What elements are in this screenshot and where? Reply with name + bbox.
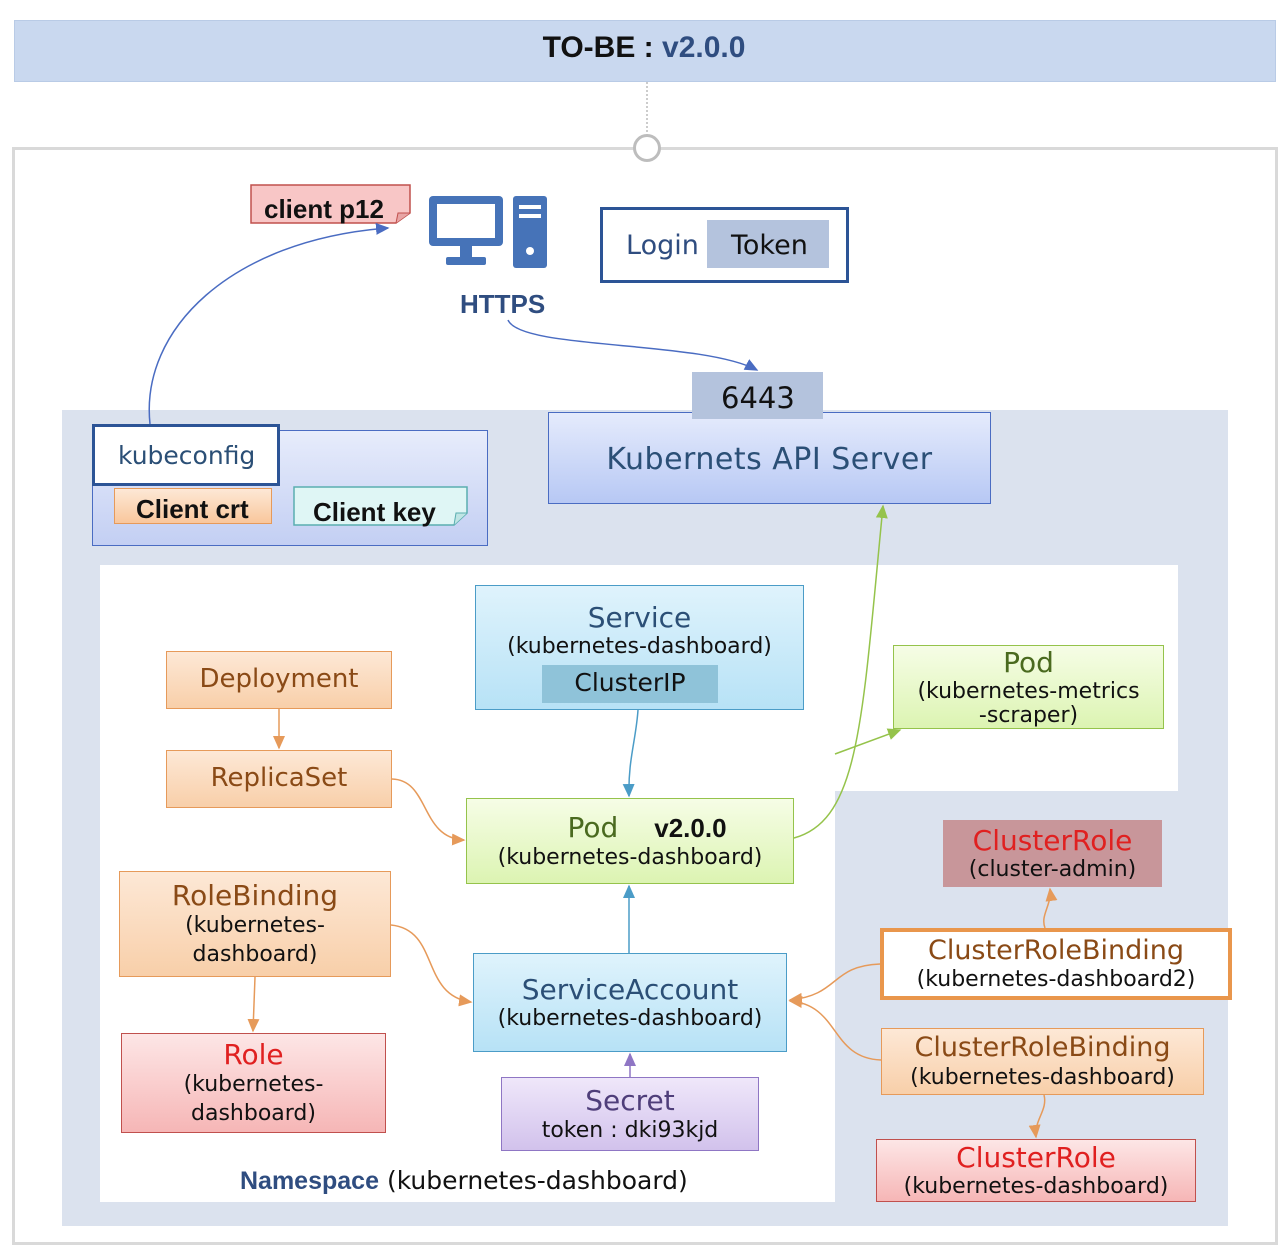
title-bar	[14, 20, 1276, 82]
clusterip-label: ClusterIP	[574, 668, 686, 697]
client-key-label: Client key	[313, 497, 436, 527]
client-crt-label: Client crt	[136, 494, 249, 524]
pod-dashboard-sub: (kubernetes-dashboard)	[497, 844, 763, 870]
pod-metrics-sub1: (kubernetes-metrics	[917, 678, 1140, 704]
clusterip-badge	[542, 665, 718, 703]
role-sub1: (kubernetes-	[183, 1072, 324, 1098]
service-name: Service	[587, 600, 692, 634]
deployment-name: Deployment	[199, 664, 359, 695]
api-server-box	[548, 412, 991, 504]
client-p12-doc-shape	[250, 184, 411, 224]
kubeconfig-label: kubeconfig	[118, 441, 256, 470]
clusterrole-admin-name: ClusterRole	[972, 823, 1133, 857]
frame-connector-circle	[633, 134, 661, 162]
rolebinding-box: RoleBinding (kubernetes- dashboard)	[119, 871, 391, 977]
rolebinding-sub1: (kubernetes-	[185, 913, 325, 939]
namespace-label: Namespace	[240, 1167, 379, 1195]
service-sub: (kubernetes-dashboard)	[507, 634, 772, 660]
client-key-doc	[293, 486, 468, 526]
namespace-sub: (kubernetes-dashboard)	[386, 1166, 688, 1195]
pod-dashboard-title: Pod v2.0.0	[567, 811, 726, 845]
pod-metrics-name: Pod	[1003, 646, 1054, 680]
deployment-box: Deployment	[166, 651, 392, 709]
serviceaccount-name: ServiceAccount	[521, 972, 739, 1006]
secret-sub: token : dki93kjd	[541, 1117, 719, 1143]
api-port-badge	[692, 372, 823, 419]
title-prefix: TO-BE :	[542, 31, 663, 64]
clusterrole-dashboard-sub: (kubernetes-dashboard)	[903, 1174, 1169, 1200]
token-field	[707, 220, 829, 268]
kubeconfig-header	[92, 424, 280, 486]
secret-name: Secret	[585, 1084, 675, 1117]
page-title: TO-BE : v2.0.0	[0, 31, 1288, 65]
crb-sub: (kubernetes-dashboard)	[910, 1064, 1175, 1090]
role-box: Role (kubernetes- dashboard)	[121, 1033, 386, 1133]
clusterrole-admin-box: ClusterRole (cluster-admin)	[943, 820, 1162, 887]
login-label: Login	[626, 230, 699, 261]
clusterrole-admin-sub: (cluster-admin)	[968, 857, 1137, 883]
rolebinding-sub2: dashboard)	[192, 941, 318, 967]
client-crt-doc	[114, 488, 272, 524]
api-port-label: 6443	[721, 381, 795, 415]
pod-dashboard-version: v2.0.0	[654, 813, 727, 843]
client-p12-label: client p12	[264, 194, 384, 224]
https-label: HTTPS	[460, 289, 546, 319]
crb-name: ClusterRoleBinding	[914, 1032, 1171, 1064]
secret-box: Secret token : dki93kjd	[501, 1077, 759, 1151]
pod-metrics-sub2: -scraper)	[978, 702, 1079, 728]
crb2-sub: (kubernetes-dashboard2)	[916, 967, 1196, 992]
rolebinding-name: RoleBinding	[171, 878, 339, 912]
computer-icon	[429, 196, 547, 268]
crb-box: ClusterRoleBinding (kubernetes-dashboard…	[881, 1028, 1204, 1095]
pod-dashboard-name: Pod	[567, 811, 619, 844]
serviceaccount-sub: (kubernetes-dashboard)	[497, 1006, 763, 1032]
pod-dashboard-box: Pod v2.0.0 (kubernetes-dashboard)	[466, 798, 794, 884]
serviceaccount-box: ServiceAccount (kubernetes-dashboard)	[473, 953, 787, 1052]
role-sub2: dashboard)	[191, 1100, 316, 1126]
crb2-name: ClusterRoleBinding	[927, 934, 1185, 966]
crb2-box: ClusterRoleBinding (kubernetes-dashboard…	[880, 928, 1232, 1000]
title-version: v2.0.0	[662, 31, 746, 64]
role-name: Role	[223, 1037, 284, 1071]
replicaset-name: ReplicaSet	[210, 763, 348, 794]
replicaset-box: ReplicaSet	[166, 750, 392, 808]
clusterrole-dashboard-name: ClusterRole	[956, 1140, 1116, 1174]
api-server-label: Kubernets API Server	[606, 442, 933, 477]
namespace-caption: Namespace (kubernetes-dashboard)	[240, 1166, 688, 1196]
token-label: Token	[731, 230, 808, 261]
pod-metrics-box: Pod (kubernetes-metrics -scraper)	[893, 645, 1164, 729]
clusterrole-dashboard-box: ClusterRole (kubernetes-dashboard)	[876, 1139, 1196, 1202]
